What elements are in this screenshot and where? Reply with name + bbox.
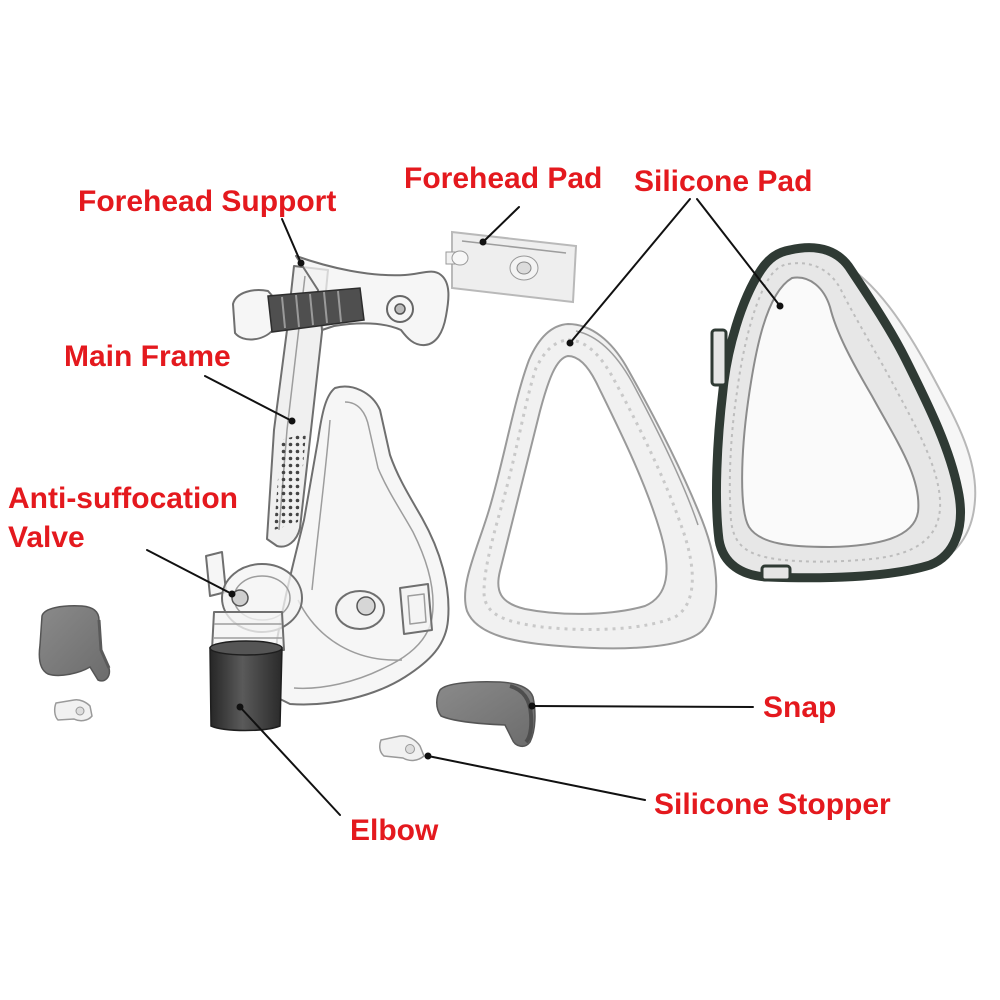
label-elbow: Elbow [350, 814, 439, 847]
leader-line-forehead-support [281, 218, 302, 264]
elbow [209, 640, 283, 732]
leader-line-silicone-pad-left [569, 198, 691, 344]
forehead-pad-peg-left [445, 250, 469, 266]
label-forehead-pad: Forehead Pad [404, 162, 602, 195]
leader-line-silicone-pad-right [696, 198, 781, 307]
label-main-frame: Main Frame [64, 340, 231, 373]
leader-dot-silicone-pad-left [566, 339, 574, 347]
leader-line-silicone-stopper [427, 755, 646, 801]
leader-line-elbow [239, 706, 341, 816]
label-silicone-stopper: Silicone Stopper [654, 788, 891, 821]
label-silicone-pad: Silicone Pad [634, 165, 812, 198]
leader-line-forehead-pad [482, 206, 520, 243]
leader-dot-silicone-pad-right [776, 302, 784, 310]
forehead-support [232, 255, 450, 347]
leader-dot-forehead-pad [479, 238, 487, 246]
part-labels: Forehead Support Forehead Pad Silicone P… [8, 162, 891, 847]
leader-dot-main-frame [288, 417, 296, 425]
leader-line-main-frame [204, 375, 293, 422]
frame-port [335, 590, 385, 630]
label-anti-suffocation-valve-line2: Valve [8, 521, 85, 554]
leader-dot-snap [528, 702, 536, 710]
leader-dot-forehead-support [297, 259, 305, 267]
elbow-body [209, 647, 283, 732]
leader-line-anti-suffocation-valve [146, 549, 233, 595]
silicone-pad-cushion [710, 243, 977, 583]
cushion-tab-bottom [760, 564, 792, 582]
frame-shell-rib [311, 419, 331, 591]
silicone-stopper-right [379, 735, 425, 762]
silicone-pad-translucent [464, 322, 718, 650]
cushion-tab-left [710, 328, 728, 387]
snap-left [38, 605, 111, 682]
valve-flap [231, 589, 249, 607]
leader-lines [146, 198, 784, 816]
label-anti-suffocation-valve-line1: Anti-suffocation [8, 482, 238, 515]
elbow-swivel [211, 611, 285, 651]
leader-dot-anti-suffocation-valve [228, 590, 236, 598]
silicone-pad-ring [464, 322, 718, 650]
leader-dot-silicone-stopper [424, 752, 432, 760]
frame-shell-inner-edge [293, 401, 434, 690]
forehead-pad-peg-right [509, 255, 539, 281]
frame-shell-contour [297, 599, 403, 661]
silicone-stopper-left [53, 699, 93, 722]
leader-dot-elbow [236, 703, 244, 711]
cushion-opening [741, 276, 920, 549]
elbow-rim [209, 640, 283, 656]
snap-right [436, 681, 536, 747]
silicone-pad-layer [575, 330, 699, 526]
forehead-adjuster [267, 287, 365, 333]
leader-line-snap [531, 705, 754, 708]
frame-snap-bracket [399, 583, 433, 635]
frame-stem [266, 265, 329, 548]
forehead-pad [445, 230, 578, 304]
label-forehead-support: Forehead Support [78, 185, 336, 218]
forehead-support-clip-center [394, 303, 406, 315]
cushion-stitch [728, 262, 942, 563]
label-snap: Snap [763, 691, 836, 724]
forehead-support-clip-ring [386, 295, 414, 323]
silicone-pad-stitch [482, 338, 694, 632]
vent-holes [274, 433, 306, 530]
